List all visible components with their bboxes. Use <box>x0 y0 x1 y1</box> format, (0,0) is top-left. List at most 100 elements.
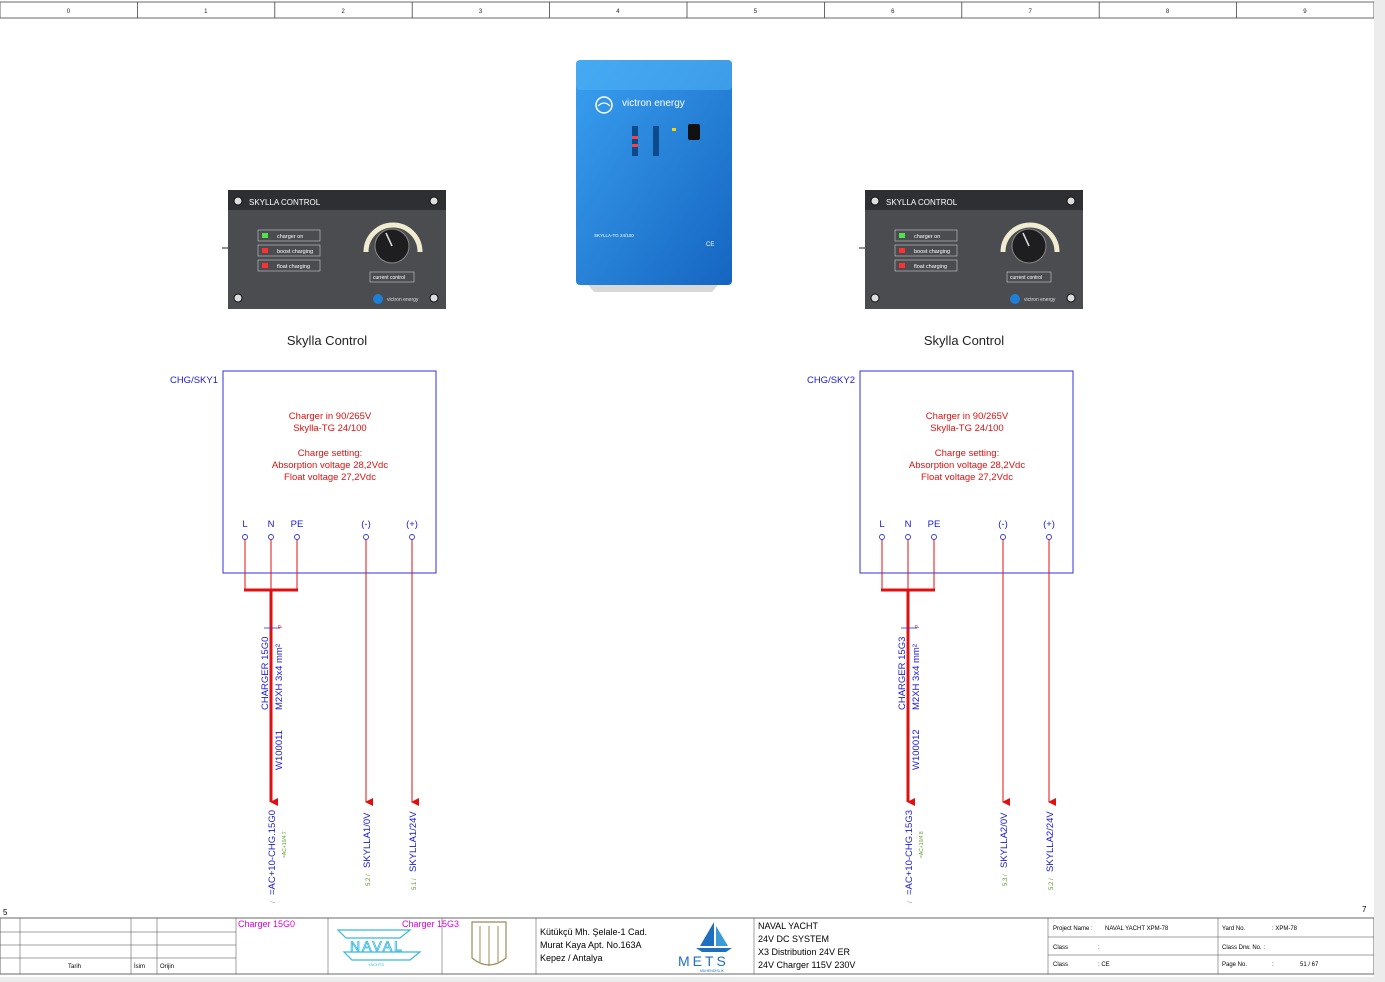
prev-page-link[interactable]: Charger 15G0 <box>238 919 295 929</box>
field-drw-label: Class Drw. No. : <box>1222 945 1265 951</box>
terminal-label-minus: (-) <box>361 519 371 530</box>
dest-pos-label: SKYLLA1/24V <box>408 811 419 872</box>
dest-main-ref: / <box>908 901 914 903</box>
terminal-label-pe: PE <box>291 519 304 530</box>
terminal-label-minus: (-) <box>998 519 1008 530</box>
svg-text:MÜHENDİSLİK: MÜHENDİSLİK <box>700 968 725 973</box>
dest-neg-label: SKYLLA2/0V <box>999 812 1010 868</box>
field-page-colon: : <box>1272 962 1274 968</box>
dest-neg-ref: 5.2 / <box>366 874 372 886</box>
panel-brand: victron energy <box>387 297 419 303</box>
terminal-label-n: N <box>268 519 275 530</box>
cable-mark: P <box>915 624 921 628</box>
device-desc-line: Skylla-TG 24/100 <box>293 423 366 434</box>
desc-line-1: NAVAL YACHT <box>758 921 819 931</box>
device-desc-line: Charge setting: <box>935 448 999 459</box>
indicator-label: float charging <box>277 264 310 270</box>
field-project-label: Project Name : <box>1053 926 1093 932</box>
knob-scale-icon <box>1000 222 1060 253</box>
dest-pos-label: SKYLLA2/24V <box>1045 811 1056 872</box>
naval-yachts-logo: NAVAL YACHTS <box>336 929 422 967</box>
ruler-column-3: 3 <box>479 9 483 15</box>
terminal-connector-icon[interactable] <box>931 534 937 540</box>
device-box[interactable] <box>222 370 437 574</box>
terminal-label-l: L <box>242 519 247 530</box>
screw-icon <box>1066 293 1076 303</box>
ruler-column-1: 1 <box>204 9 208 15</box>
panel-header: SKYLLA CONTROL <box>886 198 958 207</box>
cable-type: M2XH 3x4 mm² <box>274 644 285 710</box>
ruler-column-6: 6 <box>891 9 895 15</box>
desc-line-4: 24V Charger 115V 230V <box>758 960 855 970</box>
ruler-column-9: 9 <box>1303 9 1307 15</box>
dest-pos-ref: 5.2 / <box>1049 878 1055 890</box>
indicator-led-icon <box>899 263 905 268</box>
device-desc-line: Charge setting: <box>298 448 362 459</box>
device-desc-line: Float voltage 27,2Vdc <box>921 472 1013 483</box>
terminal-connector-icon[interactable] <box>294 534 300 540</box>
indicator-led-icon <box>262 263 268 268</box>
device-box[interactable] <box>859 370 1074 574</box>
device-desc-line: Charger in 90/265V <box>289 411 372 422</box>
terminal-connector-icon[interactable] <box>905 534 911 540</box>
terminal-label-plus: (+) <box>406 519 418 530</box>
address-line-1: Kütükçü Mh. Şelale-1 Cad. <box>540 927 647 937</box>
terminal-connector-icon[interactable] <box>268 534 274 540</box>
charger-brand: victron energy <box>622 98 685 109</box>
victron-logo-icon <box>1010 294 1020 304</box>
knob-label: current control <box>1010 275 1042 281</box>
mets-logo: METS MÜHENDİSLİK <box>678 922 732 973</box>
dest-main-label: =AC+10-CHG.15G3 <box>904 810 915 895</box>
ruler-column-7: 7 <box>1029 9 1033 15</box>
dest-main-label: =AC+10-CHG.15G0 <box>267 810 278 895</box>
rev-label-date: Tarih <box>68 964 81 970</box>
terminal-connector-icon[interactable] <box>409 534 415 540</box>
terminal-connector-icon[interactable] <box>1000 534 1006 540</box>
terminal-connector-icon[interactable] <box>879 534 885 540</box>
screw-icon <box>429 196 439 206</box>
dest-main-sub: =AC+10/4.7 <box>282 831 288 858</box>
screw-icon <box>1066 196 1076 206</box>
dest-neg-ref: 5.3 / <box>1003 874 1009 886</box>
cable-type: M2XH 3x4 mm² <box>911 644 922 710</box>
svg-text:NAVAL: NAVAL <box>350 938 404 954</box>
svg-text:METS: METS <box>678 953 729 969</box>
field-class-value: : <box>1098 945 1100 951</box>
ruler-column-4: 4 <box>616 9 620 15</box>
device-tag: CHG/SKY2 <box>807 375 855 386</box>
component-title: Skylla Control <box>287 333 367 348</box>
desc-line-3: X3 Distribution 24V ER <box>758 947 851 957</box>
field-project-value: NAVAL YACHT XPM-78 <box>1105 926 1169 932</box>
ruler-column-5: 5 <box>754 9 758 15</box>
terminal-label-n: N <box>905 519 912 530</box>
knob-scale-icon <box>363 222 423 253</box>
device-desc-line: Float voltage 27,2Vdc <box>284 472 376 483</box>
address-line-2: Murat Kaya Apt. No.163A <box>540 940 642 950</box>
left-margin-marker: 5 <box>3 908 8 917</box>
device-desc-line: Absorption voltage 28,2Vdc <box>272 460 388 471</box>
screw-icon <box>233 293 243 303</box>
device-tag: CHG/SKY1 <box>170 375 218 386</box>
terminal-connector-icon[interactable] <box>242 534 248 540</box>
terminal-connector-icon[interactable] <box>363 534 369 540</box>
indicator-led-icon <box>262 233 268 238</box>
field-class-label: Class <box>1053 945 1068 951</box>
terminal-label-l: L <box>879 519 884 530</box>
next-page-link[interactable]: Charger 15G3 <box>402 919 459 929</box>
charger-model: SKYLLA-TG 24/100 <box>594 233 634 238</box>
svg-text:YACHTS: YACHTS <box>368 962 384 967</box>
indicator-led-icon <box>899 248 905 253</box>
screw-icon <box>233 196 243 206</box>
indicator-label: charger on <box>914 234 940 240</box>
terminal-connector-icon[interactable] <box>1046 534 1052 540</box>
victron-charger-image: victron energy SKYLLA-TG 24/100 CE <box>576 60 732 292</box>
indicator-led-icon <box>262 248 268 253</box>
screw-icon <box>870 293 880 303</box>
screw-icon <box>429 293 439 303</box>
ruler-column-0: 0 <box>67 9 71 15</box>
device-desc-line: Charger in 90/265V <box>926 411 1009 422</box>
